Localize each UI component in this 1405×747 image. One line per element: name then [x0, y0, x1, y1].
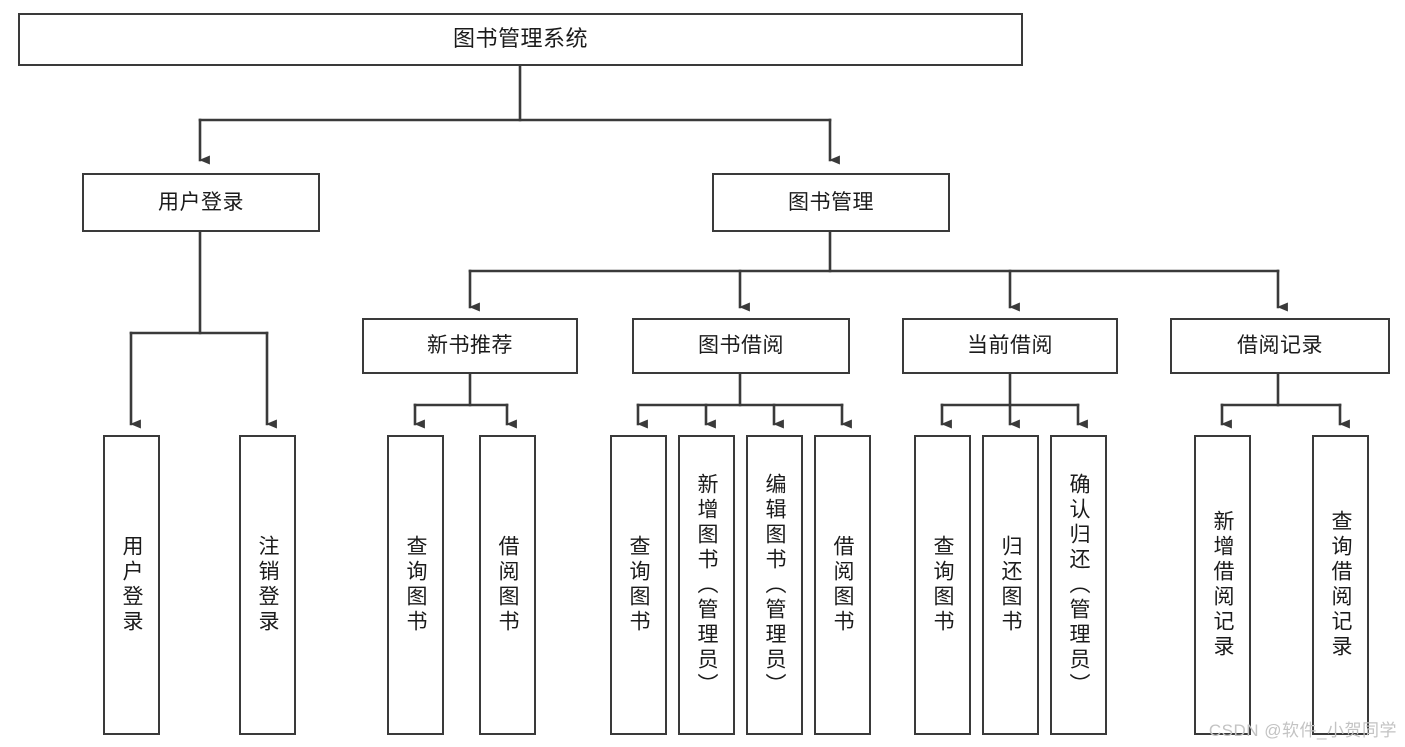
node-label: 借阅图书	[831, 535, 854, 635]
node-label: 编辑图书（管理员）	[763, 472, 786, 698]
node-label: 归还图书	[999, 535, 1022, 635]
node-book-manage[interactable]: 图书管理	[712, 173, 950, 232]
node-label: 用户登录	[120, 535, 143, 635]
leaf-edit-book-admin[interactable]: 编辑图书（管理员）	[746, 435, 803, 735]
node-label: 借阅记录	[1237, 334, 1323, 358]
node-label: 图书管理系统	[452, 26, 588, 52]
node-label: 借阅图书	[496, 535, 519, 635]
node-label: 当前借阅	[967, 334, 1053, 358]
leaf-add-borrow-record[interactable]: 新增借阅记录	[1194, 435, 1251, 735]
leaf-logout-login[interactable]: 注销登录	[239, 435, 296, 735]
leaf-user-login[interactable]: 用户登录	[103, 435, 160, 735]
node-label: 图书管理	[788, 190, 874, 214]
node-label: 查询图书	[627, 535, 650, 635]
node-current-borrow[interactable]: 当前借阅	[902, 318, 1118, 374]
node-borrow-record[interactable]: 借阅记录	[1170, 318, 1390, 374]
csdn-watermark: CSDN @软件_小贺同学	[1208, 721, 1397, 740]
node-label: 图书借阅	[698, 334, 784, 358]
leaf-confirm-return-admin[interactable]: 确认归还（管理员）	[1050, 435, 1107, 735]
node-label: 新书推荐	[427, 334, 513, 358]
node-label: 查询图书	[931, 535, 954, 635]
node-label: 注销登录	[256, 535, 279, 635]
node-user-login[interactable]: 用户登录	[82, 173, 320, 232]
node-label: 新增借阅记录	[1211, 510, 1234, 660]
node-label: 用户登录	[158, 190, 244, 214]
leaf-query-book-3[interactable]: 查询图书	[914, 435, 971, 735]
leaf-query-borrow-record[interactable]: 查询借阅记录	[1312, 435, 1369, 735]
leaf-borrow-book-2[interactable]: 借阅图书	[814, 435, 871, 735]
leaf-add-book-admin[interactable]: 新增图书（管理员）	[678, 435, 735, 735]
node-book-borrow[interactable]: 图书借阅	[632, 318, 850, 374]
leaf-borrow-book-1[interactable]: 借阅图书	[479, 435, 536, 735]
leaf-return-book[interactable]: 归还图书	[982, 435, 1039, 735]
leaf-query-book-1[interactable]: 查询图书	[387, 435, 444, 735]
node-new-book-recommend[interactable]: 新书推荐	[362, 318, 578, 374]
node-label: 新增图书（管理员）	[695, 472, 718, 698]
node-label: 查询借阅记录	[1329, 510, 1352, 660]
node-label: 查询图书	[404, 535, 427, 635]
node-label: 确认归还（管理员）	[1067, 472, 1090, 698]
node-root-book-management-system[interactable]: 图书管理系统	[18, 13, 1023, 66]
leaf-query-book-2[interactable]: 查询图书	[610, 435, 667, 735]
